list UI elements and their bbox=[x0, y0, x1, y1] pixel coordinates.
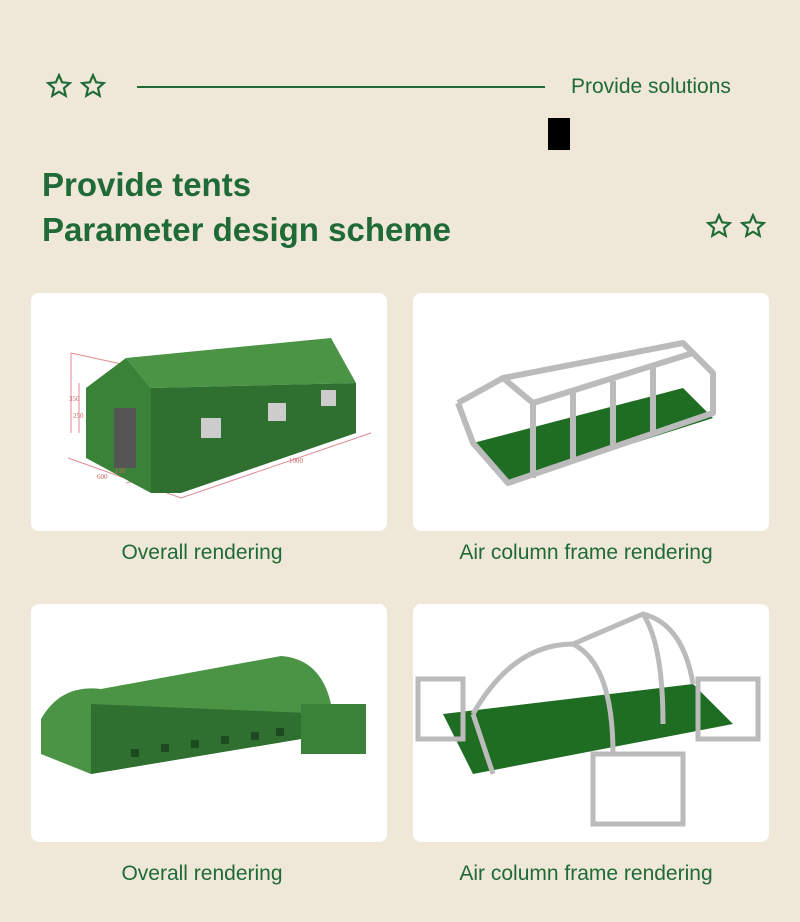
caption: Overall rendering bbox=[121, 862, 283, 885]
star-icon bbox=[706, 213, 732, 238]
title-line-1: Provide tents bbox=[42, 166, 252, 203]
svg-text:350: 350 bbox=[69, 395, 80, 403]
star-icon bbox=[740, 213, 766, 238]
caption: Overall rendering bbox=[121, 541, 283, 564]
divider-line bbox=[137, 86, 545, 88]
caption: Air column frame rendering bbox=[459, 862, 713, 885]
title-line-2: Parameter design scheme bbox=[42, 211, 452, 248]
stars-right bbox=[706, 213, 766, 239]
tent-rendering-image: 350 250 150 600 1000 bbox=[31, 293, 387, 531]
tagline: Provide solutions bbox=[571, 75, 731, 98]
svg-text:150: 150 bbox=[115, 467, 126, 475]
svg-text:250: 250 bbox=[73, 412, 84, 420]
frame-rendering-image bbox=[413, 293, 769, 531]
star-icon bbox=[46, 73, 72, 98]
black-mark bbox=[548, 118, 570, 150]
caption: Air column frame rendering bbox=[459, 541, 713, 564]
stars-top-left bbox=[46, 73, 106, 99]
tent-rendering-image bbox=[31, 604, 387, 842]
star-icon bbox=[80, 73, 106, 98]
svg-text:1000: 1000 bbox=[289, 457, 304, 465]
svg-text:600: 600 bbox=[97, 473, 108, 481]
frame-rendering-image bbox=[413, 604, 769, 842]
